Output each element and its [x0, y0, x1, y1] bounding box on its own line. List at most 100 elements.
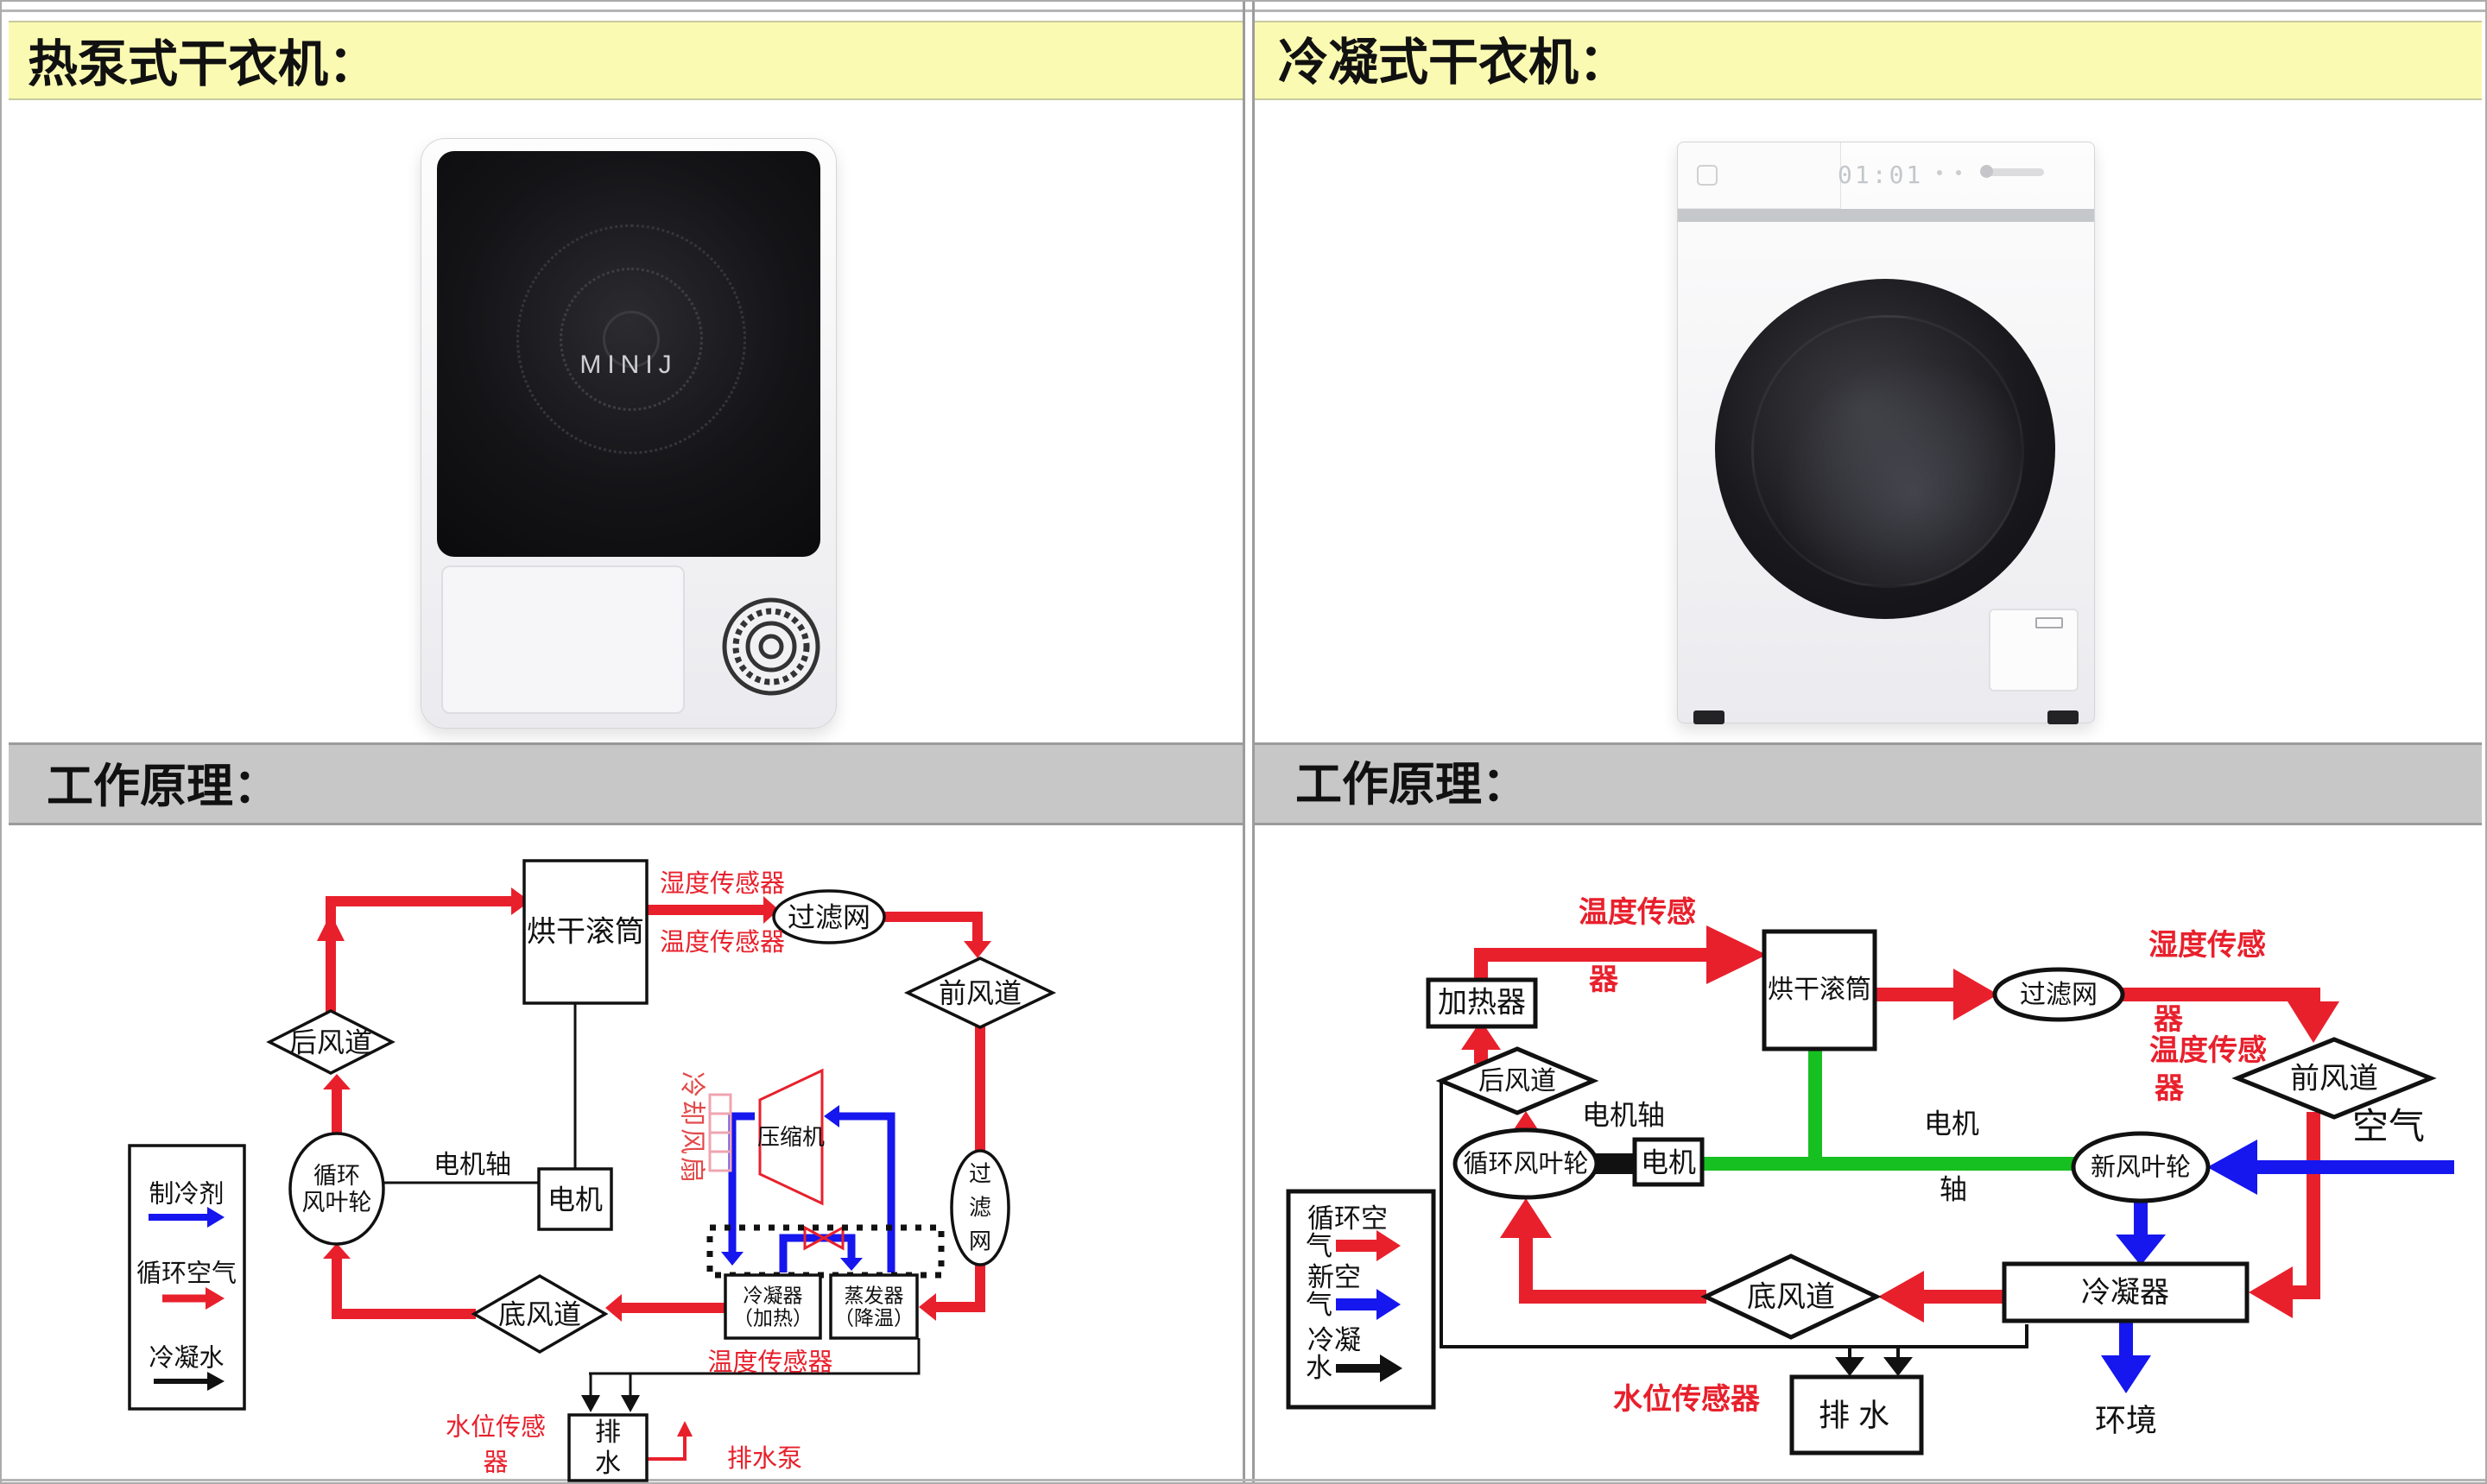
- vertical-filter-line1: 过: [968, 1160, 992, 1187]
- dryer-drawer: [441, 565, 685, 714]
- right-condensate-line: [1440, 1081, 2028, 1359]
- right-panel-title: 冷凝式干衣机：: [1278, 35, 1630, 91]
- legend-right-fresh-air-line2: 气: [1306, 1290, 1332, 1320]
- legend-refrigerant-label: 制冷剂: [149, 1180, 225, 1209]
- evaporator-label: 蒸发器 （降温）: [834, 1285, 914, 1330]
- left-blue-refrigerant-loop: [728, 1112, 895, 1272]
- temp-sensor-label-right: 温度传感: [1579, 897, 1696, 929]
- humidity-sensor-label-right-2: 器: [2154, 1004, 2183, 1036]
- drum-pattern-inner-icon: [560, 268, 703, 411]
- compressor-shape: [758, 1068, 824, 1206]
- left-principle-title: 工作原理：: [47, 761, 280, 812]
- vertical-filter-line3: 网: [968, 1228, 992, 1254]
- bottom-duct-diamond-right: [1700, 1254, 1882, 1340]
- left-black-arrowheads: [581, 1395, 640, 1412]
- evaporator-line2: （降温）: [834, 1307, 914, 1329]
- heater-box: [1426, 977, 1538, 1029]
- dashed-enclosure: [706, 1224, 945, 1279]
- drain-box: [567, 1413, 649, 1482]
- rear-duct-diamond-right: [1435, 1046, 1599, 1115]
- condenser-box: [724, 1273, 822, 1340]
- temp-sensor-bottom-label: 温度传感器: [707, 1348, 833, 1377]
- power-slider: [1982, 168, 2044, 176]
- door-inner-ring-icon: [1751, 315, 2024, 588]
- rear-duct-diamond: [266, 1009, 396, 1075]
- motor-shaft-label-right: 电机轴: [1581, 1099, 1666, 1131]
- motor-label-right: 电机: [1640, 1146, 1697, 1178]
- compressor-label: 压缩机: [756, 1124, 826, 1151]
- drain-pump-arrowhead: [677, 1421, 693, 1437]
- power-knob-icon: [1980, 165, 1993, 178]
- legend-black-arrowhead: [207, 1372, 225, 1391]
- legend-right-red-arrowhead: [1376, 1230, 1401, 1261]
- service-drawer: [1989, 609, 2079, 691]
- temp-sensor2-label-right-2: 器: [2155, 1073, 2184, 1105]
- right-blue-air: [2119, 1160, 2454, 1355]
- drum-pattern-icon: [516, 224, 746, 454]
- right-condensate-arrowheads: [1835, 1357, 1913, 1376]
- door-glass: [1715, 279, 2055, 619]
- evaporator-line1: 蒸发器: [844, 1284, 904, 1307]
- expansion-valve-icon: [803, 1225, 827, 1251]
- water-level-line1: 水位传感: [445, 1413, 547, 1442]
- condenser-box-right: [2002, 1261, 2250, 1323]
- motor-box-right: [1632, 1137, 1705, 1187]
- filter-label: 过滤网: [787, 901, 871, 933]
- display-readout: 01:01: [1838, 161, 1924, 189]
- drain-box-right: [1789, 1374, 1924, 1456]
- legend-box: [128, 1144, 246, 1411]
- vertical-filter-line2: 滤: [968, 1194, 992, 1221]
- drain-label: 排 水: [595, 1418, 621, 1480]
- legend-right-black-arrowhead: [1380, 1355, 1402, 1382]
- fresh-impeller-label: 新风叶轮: [2090, 1153, 2192, 1182]
- bottom-duct-label: 底风道: [497, 1298, 582, 1330]
- top-accent-band: [1678, 209, 2094, 222]
- legend-right-condensate-line2: 水: [1306, 1353, 1332, 1383]
- left-blue-arrowheads: [721, 1105, 863, 1271]
- motor-label: 电机: [547, 1184, 604, 1216]
- detergent-drawer-panel: [1678, 142, 1841, 209]
- legend-blue-arrowhead: [207, 1207, 225, 1228]
- fan-grille-icon: [722, 597, 820, 696]
- condenser-line1: 冷凝器: [743, 1284, 803, 1307]
- air-label: 空气: [2352, 1108, 2426, 1147]
- center-divider-2: [1252, 2, 1255, 1482]
- drain-label-right: 排水: [1818, 1398, 1899, 1433]
- circulating-impeller-line2: 风叶轮: [301, 1190, 372, 1216]
- bottom-duct-label-right: 底风道: [1747, 1281, 1835, 1314]
- legend-circulating-air-label: 循环空气: [136, 1260, 237, 1288]
- drum-hub-icon: [603, 311, 660, 368]
- humidity-sensor-label-right: 湿度传感: [2148, 930, 2266, 962]
- right-principle-title: 工作原理：: [1295, 759, 1528, 811]
- left-panel-title: 热泵式干衣机：: [28, 36, 379, 92]
- water-level-sensor-label-right: 水位传感器: [1613, 1384, 1760, 1416]
- brand-logo: MINIJ: [579, 350, 678, 379]
- drain-line1: 排: [595, 1418, 621, 1447]
- filter-ellipse: [772, 889, 886, 944]
- drum-box: [522, 859, 649, 1005]
- condenser-line2: （加热）: [733, 1307, 813, 1329]
- legend-right-fresh-air-line1: 新空: [1307, 1262, 1361, 1292]
- legend-red-arrowhead: [206, 1287, 225, 1310]
- circulating-impeller-label-right: 循环风叶轮: [1463, 1150, 1589, 1178]
- vertical-filter-label: 过 滤 网: [969, 1158, 991, 1259]
- cooling-fan-icon: [708, 1093, 732, 1172]
- motor-box: [537, 1167, 613, 1231]
- fresh-impeller-ellipse: [2071, 1131, 2211, 1203]
- filter-label-right: 过滤网: [2020, 980, 2098, 1009]
- circulating-impeller-label: 循环 风叶轮: [302, 1163, 372, 1216]
- mijia-logo-icon: [1697, 165, 1718, 186]
- left-node-shapes: [128, 859, 1057, 1482]
- motor-shaft-label: 电机轴: [433, 1150, 511, 1179]
- drain-line2: 水: [595, 1449, 621, 1478]
- legend-condensate-label: 冷凝水: [149, 1344, 225, 1373]
- drum-label: 烘干滚筒: [527, 915, 644, 949]
- front-duct-diamond-right: [2231, 1037, 2437, 1120]
- drain-pump-line: [647, 1437, 687, 1461]
- foot-left-icon: [1693, 710, 1724, 724]
- dryer-glass-door: MINIJ: [437, 151, 820, 557]
- legend-right-blue-arrowhead: [1376, 1289, 1401, 1320]
- drum-box-right: [1762, 929, 1877, 1051]
- left-black-lines: [383, 1003, 921, 1399]
